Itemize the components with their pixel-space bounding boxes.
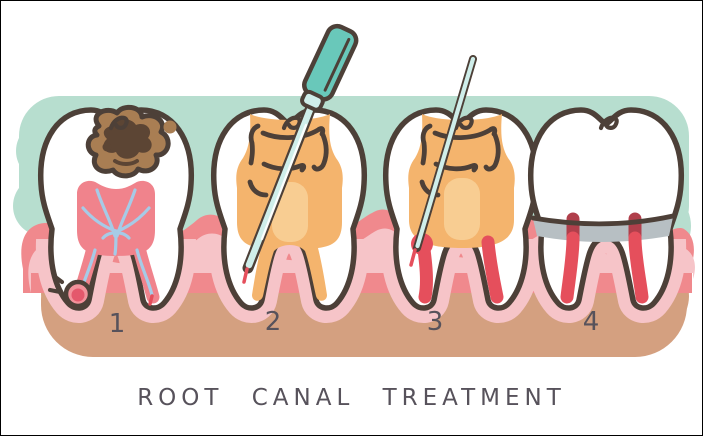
tooth-stage-1-decayed bbox=[41, 104, 192, 309]
nerves bbox=[78, 188, 154, 297]
pain-mark bbox=[51, 273, 65, 285]
drill-shaft bbox=[245, 93, 319, 269]
canal-tip-red bbox=[409, 248, 417, 267]
decay-dot bbox=[102, 142, 112, 152]
root-canal-left-filled bbox=[416, 235, 433, 304]
abscess bbox=[47, 273, 93, 309]
root-tip-mark bbox=[148, 294, 154, 306]
crown-base-line bbox=[530, 213, 676, 227]
stage-number-1: 1 bbox=[109, 309, 126, 339]
decay-blob-dark bbox=[103, 119, 152, 159]
decay-side-dot bbox=[163, 120, 177, 134]
root-canal-left-filled bbox=[560, 231, 580, 304]
stage-number-2: 2 bbox=[265, 307, 282, 337]
stage-number-3: 3 bbox=[427, 307, 444, 337]
dental-drill bbox=[242, 23, 359, 284]
pulp-chamber bbox=[77, 180, 155, 256]
drill-shaft-glint bbox=[260, 123, 308, 241]
abscess-core bbox=[71, 288, 85, 302]
decay-smile-line bbox=[113, 159, 139, 166]
tooth-stage-4-restored bbox=[531, 110, 682, 308]
cavity-highlight bbox=[444, 178, 480, 240]
drill-ferrule bbox=[300, 89, 325, 112]
decay-cavity bbox=[85, 104, 177, 179]
stage-number-4: 4 bbox=[583, 307, 600, 337]
file-body bbox=[415, 56, 476, 249]
tooth-stage-3-filling bbox=[386, 110, 537, 308]
endodontic-file bbox=[409, 55, 477, 267]
drill-handle bbox=[300, 23, 359, 112]
drill-handle-accent bbox=[323, 37, 351, 92]
root-canal-right-filled bbox=[628, 231, 649, 304]
pain-mark bbox=[47, 287, 63, 295]
illustration-title: ROOT CANAL TREATMENT bbox=[137, 385, 566, 411]
canal-tip-red bbox=[242, 267, 249, 284]
root-canal-right-filled bbox=[481, 235, 504, 304]
